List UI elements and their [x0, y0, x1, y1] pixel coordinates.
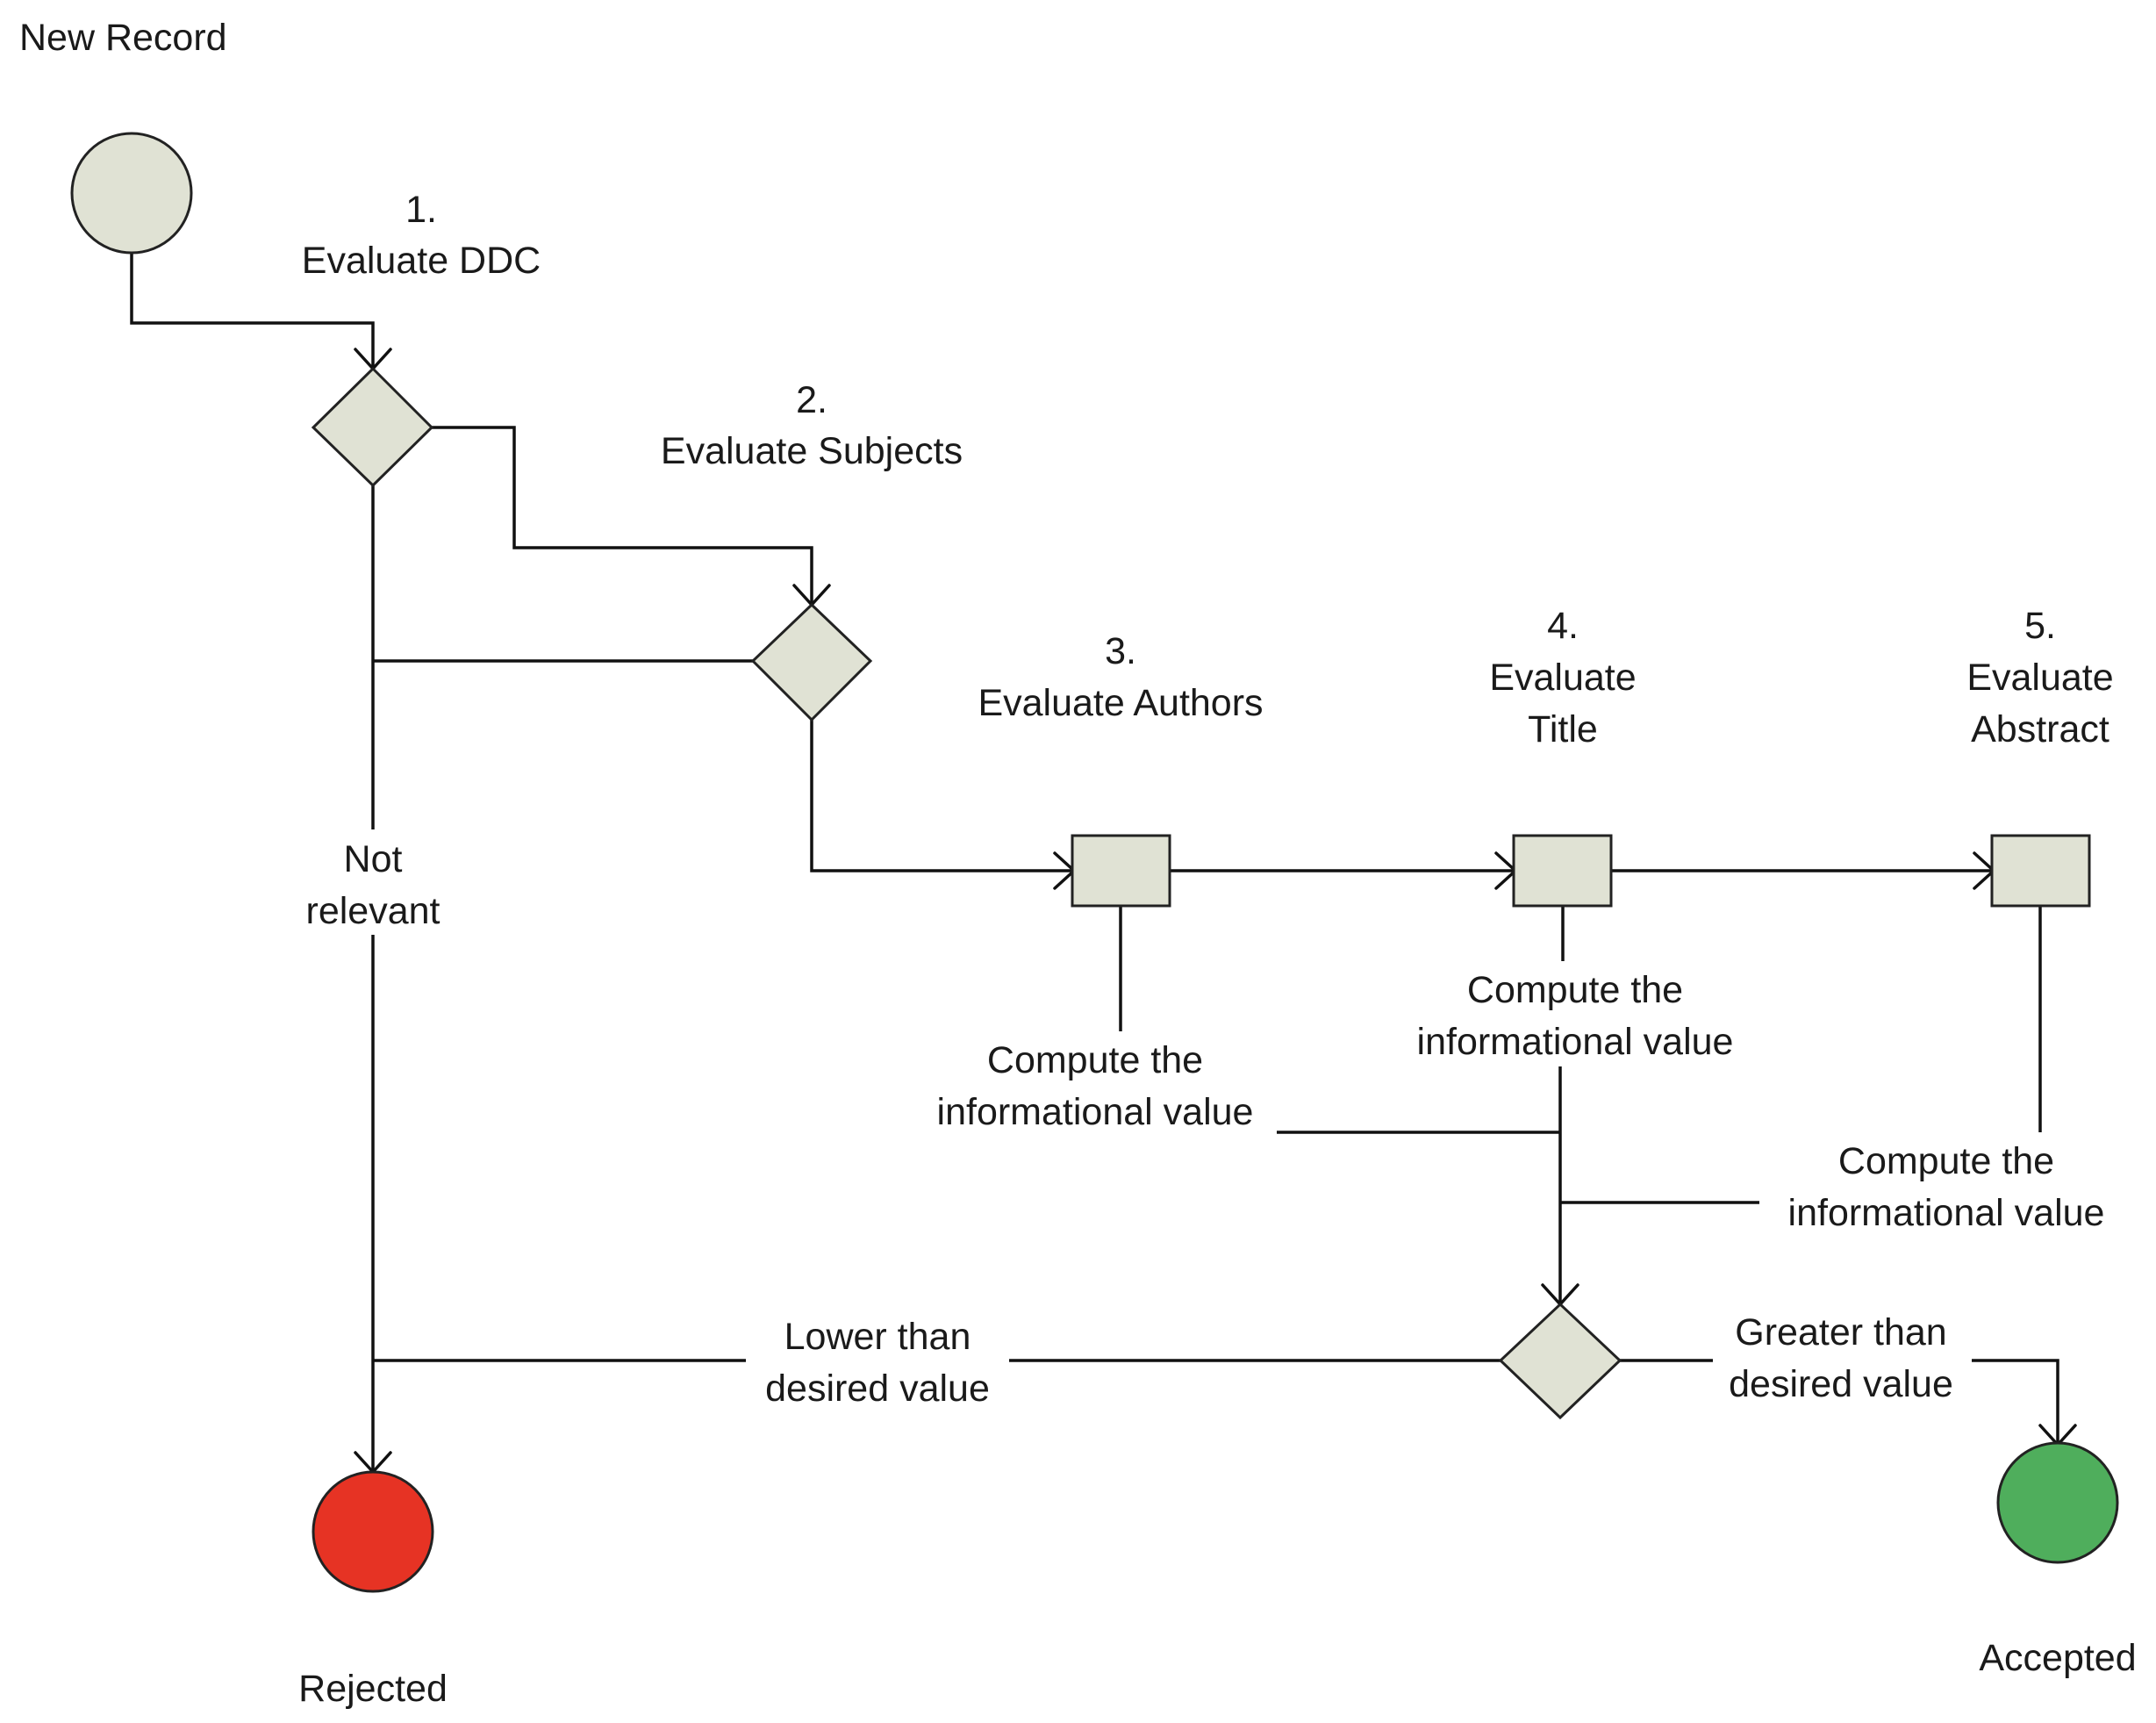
step4-name-line1: Evaluate: [1489, 657, 1636, 699]
step1-number: 1.: [405, 189, 437, 231]
label-bg: [746, 1312, 1009, 1413]
step5-name-line2: Abstract: [1971, 708, 2109, 750]
compute-abstract-line2: informational value: [1788, 1192, 2105, 1234]
compute-abstract-line1: Compute the: [1838, 1140, 2054, 1182]
compute-authors-line1: Compute the: [987, 1039, 1203, 1081]
step1-name: Evaluate DDC: [302, 240, 541, 282]
activity-authors: [1071, 834, 1171, 908]
compute-title-line2: informational value: [1417, 1021, 1734, 1063]
edge-subjects-to-authors: [810, 720, 1072, 872]
step4-number: 4.: [1547, 605, 1579, 647]
step3-number: 3.: [1105, 630, 1136, 672]
decision-subjects: [750, 602, 873, 722]
greater-than-line1: Greater than: [1735, 1311, 1946, 1353]
rejected-label: Rejected: [298, 1668, 448, 1710]
decision-informational-value: [1498, 1302, 1622, 1420]
step2-name: Evaluate Subjects: [661, 430, 963, 472]
not-relevant-line1: Not: [344, 838, 403, 880]
greater-than-line2: desired value: [1729, 1363, 1953, 1405]
start-label: New Record: [19, 17, 227, 59]
accepted-node: [1996, 1441, 2119, 1564]
edge-start-to-ddc: [130, 253, 375, 367]
step5-name-line1: Evaluate: [1966, 657, 2113, 699]
lower-than-line2: desired value: [765, 1368, 990, 1410]
accepted-label: Accepted: [1979, 1637, 2136, 1679]
edge-ddc-to-subjects: [432, 426, 813, 603]
label-bg: [1713, 1308, 1972, 1409]
start-node: [70, 132, 193, 255]
label-bg: [290, 829, 456, 935]
not-relevant-line2: relevant: [306, 890, 441, 932]
step5-number: 5.: [2024, 605, 2056, 647]
step2-number: 2.: [796, 379, 827, 421]
activity-abstract: [1990, 834, 2091, 908]
step3-name: Evaluate Authors: [978, 682, 1263, 724]
rejected-node: [312, 1470, 434, 1593]
activity-title: [1512, 834, 1613, 908]
compute-authors-line2: informational value: [937, 1091, 1254, 1133]
lower-than-line1: Lower than: [784, 1316, 971, 1358]
step4-name-line2: Title: [1528, 708, 1598, 750]
compute-title-line1: Compute the: [1467, 969, 1683, 1011]
decision-ddc: [311, 366, 434, 488]
